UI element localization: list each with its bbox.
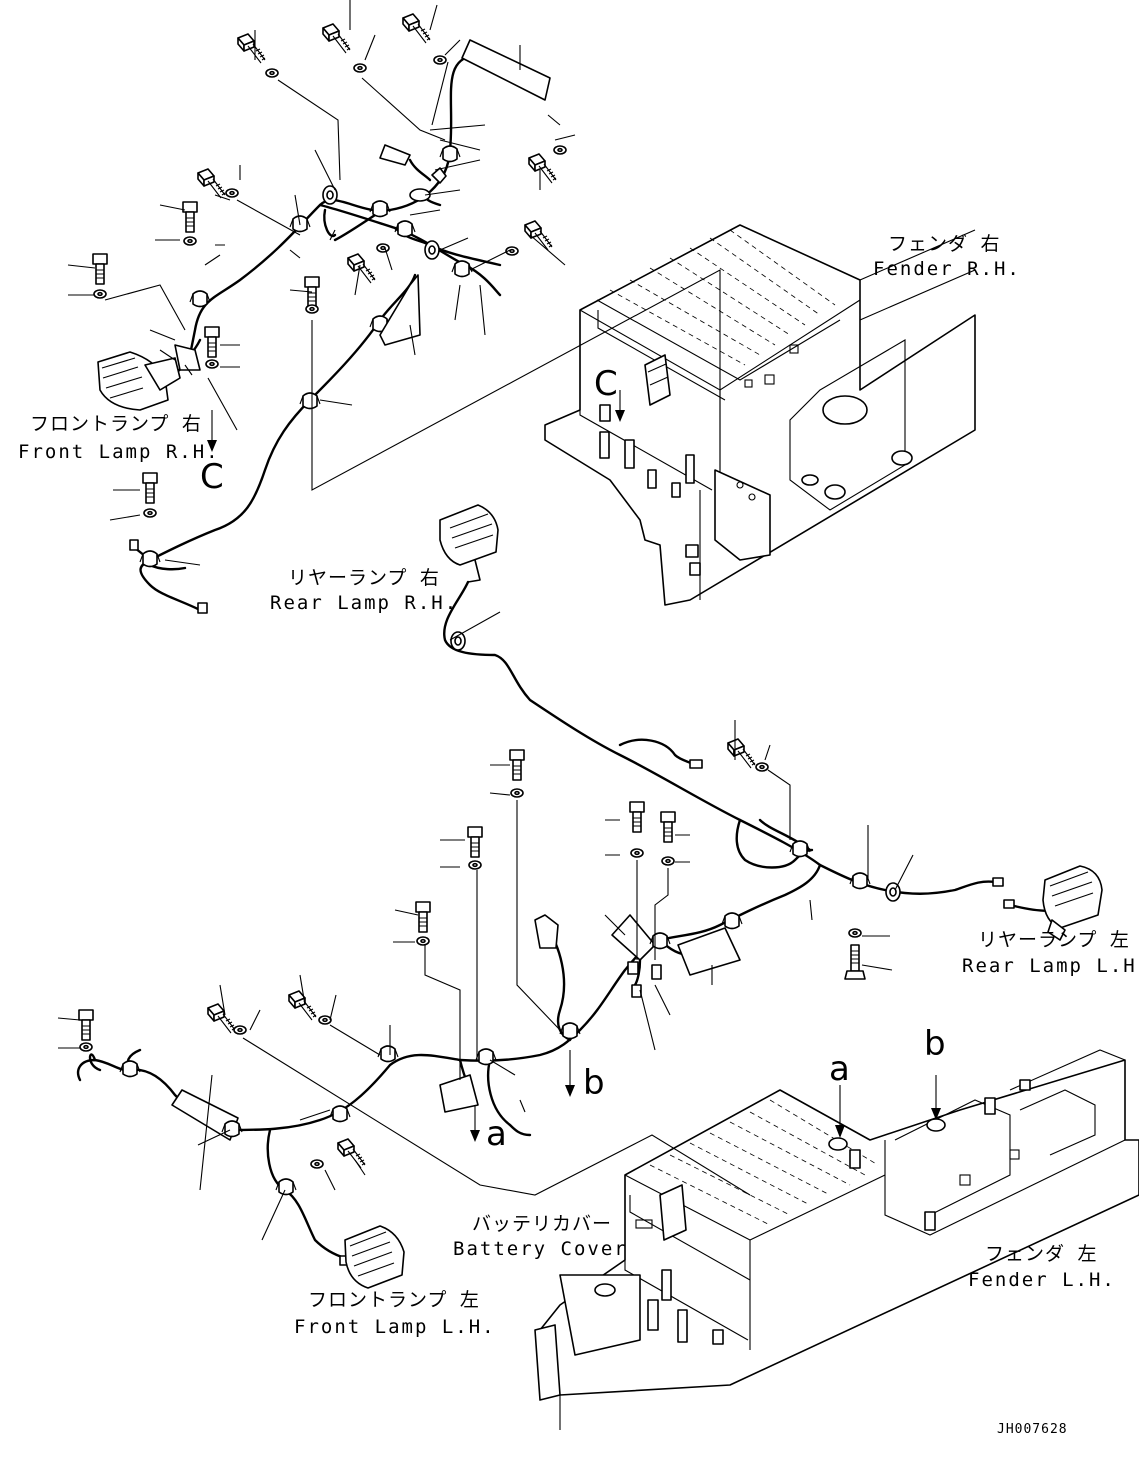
rear-lamp-rh [439,504,499,583]
front-lamp-rh [97,351,181,411]
reference-arrows [207,390,941,1142]
fender-lh-assembly [534,1049,1139,1430]
front-lamp-lh-label-jp: フロントランプ 左 [308,1289,480,1311]
ref-c-fender: C [594,364,618,404]
rear-lamp-lh [1042,865,1103,941]
front-lamp-rh-label-en: Front Lamp R.H. [18,441,220,463]
ref-a-fender: a [829,1049,850,1089]
front-lamp-lh [344,1225,405,1289]
rear-lamp-lh-label-jp: リヤーランプ 左 [978,929,1130,951]
harness-rear [443,580,1057,912]
rear-lamp-lh-label-en: Rear Lamp L.H. [962,955,1139,977]
fender-lh-label-jp: フェンダ 左 [985,1243,1097,1265]
harness-rh [129,39,551,614]
fender-rh-assembly [544,224,976,606]
fender-lh-label-en: Fender L.H. [968,1269,1116,1291]
ref-a-harness: a [486,1114,507,1154]
front-lamp-rh-label-jp: フロントランプ 右 [30,413,202,435]
fender-rh-label-jp: フェンダ 右 [888,233,1000,255]
front-lamp-lh-label-en: Front Lamp L.H. [294,1316,496,1338]
rear-lamp-rh-label-jp: リヤーランプ 右 [288,567,440,589]
ref-b-fender: b [924,1024,946,1064]
labels: フェンダ 右 Fender R.H. フロントランプ 右 Front Lamp … [18,233,1139,1437]
ref-c-front-lamp: C [200,457,224,497]
fasteners [78,13,866,1169]
drawing-code: JH007628 [997,1422,1068,1437]
rear-lamp-rh-label-en: Rear Lamp R.H. [270,592,458,614]
fender-rh-label-en: Fender R.H. [873,258,1021,280]
battery-cover-label-en: Battery Cover [453,1238,628,1260]
ref-b-harness: b [583,1063,605,1103]
battery-cover-label-jp: バッテリカバー [472,1213,612,1235]
leader-lines [57,0,914,1241]
